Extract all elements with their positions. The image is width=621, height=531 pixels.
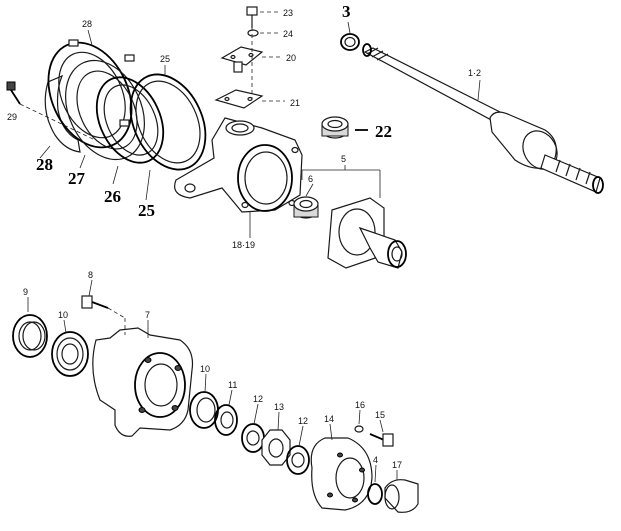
label-9: 9 bbox=[23, 287, 28, 297]
part-28-plate bbox=[44, 29, 135, 153]
part-17-cap bbox=[384, 470, 419, 513]
leader-25 bbox=[145, 169, 151, 201]
label-20: 20 bbox=[286, 53, 296, 63]
label-10a: 10 bbox=[58, 310, 68, 320]
label-14: 14 bbox=[324, 414, 334, 424]
label-21: 21 bbox=[290, 98, 300, 108]
label-3: 3 bbox=[342, 2, 351, 21]
part-7-hub bbox=[92, 307, 194, 437]
part-18-19-knuckle bbox=[174, 117, 303, 238]
part-4-snapring bbox=[367, 464, 383, 505]
label-5: 5 bbox=[341, 154, 346, 164]
label-18-19: 18·19 bbox=[232, 240, 255, 250]
label-11: 11 bbox=[228, 380, 237, 390]
label-25-top: 25 bbox=[160, 54, 170, 64]
label-27: 27 bbox=[68, 169, 86, 188]
label-25: 25 bbox=[138, 201, 155, 220]
part-12-nut-b bbox=[286, 425, 310, 475]
part-16-washer bbox=[354, 409, 364, 433]
label-28: 28 bbox=[36, 155, 53, 174]
part-13-lockwasher bbox=[261, 411, 291, 466]
part-5-spindle bbox=[301, 165, 407, 269]
label-15: 15 bbox=[375, 410, 385, 420]
part-26-ring bbox=[95, 76, 165, 164]
leader-28 bbox=[39, 145, 51, 159]
part-27-disc bbox=[65, 59, 145, 161]
label-23: 23 bbox=[283, 8, 293, 18]
part-3-seal bbox=[340, 21, 360, 51]
leader-27 bbox=[79, 154, 86, 169]
label-17: 17 bbox=[392, 460, 402, 470]
label-16: 16 bbox=[355, 400, 365, 410]
part-12-nut-a bbox=[241, 403, 265, 453]
part-15-bolt bbox=[369, 419, 394, 447]
part-24-washer bbox=[247, 29, 280, 37]
label-26: 26 bbox=[104, 187, 121, 206]
label-8: 8 bbox=[88, 270, 93, 280]
part-9-seal bbox=[12, 297, 48, 358]
label-1-2: 1·2 bbox=[468, 68, 481, 78]
label-22: 22 bbox=[375, 122, 392, 141]
label-29: 29 bbox=[7, 112, 17, 122]
part-21-plate bbox=[214, 20, 285, 109]
part-8-bolt bbox=[81, 279, 109, 309]
part-1-2-axle-shaft bbox=[362, 43, 604, 194]
part-14-flange bbox=[310, 423, 373, 511]
part-19-bearing bbox=[51, 319, 89, 377]
label-10b: 10 bbox=[200, 364, 210, 374]
leader-26 bbox=[112, 165, 119, 185]
label-12a: 12 bbox=[253, 394, 263, 404]
part-11-washer bbox=[214, 389, 238, 436]
part-20-bracket bbox=[220, 46, 283, 73]
label-7: 7 bbox=[145, 310, 150, 320]
label-12b: 12 bbox=[298, 416, 308, 426]
part-29-screw bbox=[6, 81, 96, 141]
part-22-bushing bbox=[321, 116, 368, 139]
part-6-bearing bbox=[293, 183, 319, 219]
label-4: 4 bbox=[373, 455, 378, 465]
part-23-bolt bbox=[246, 6, 280, 28]
label-13: 13 bbox=[274, 402, 284, 412]
label-28-top: 28 bbox=[82, 19, 92, 29]
label-24: 24 bbox=[283, 29, 293, 39]
part-10-bearing bbox=[189, 373, 219, 429]
part-25-ring bbox=[129, 65, 207, 171]
label-6: 6 bbox=[308, 174, 313, 184]
